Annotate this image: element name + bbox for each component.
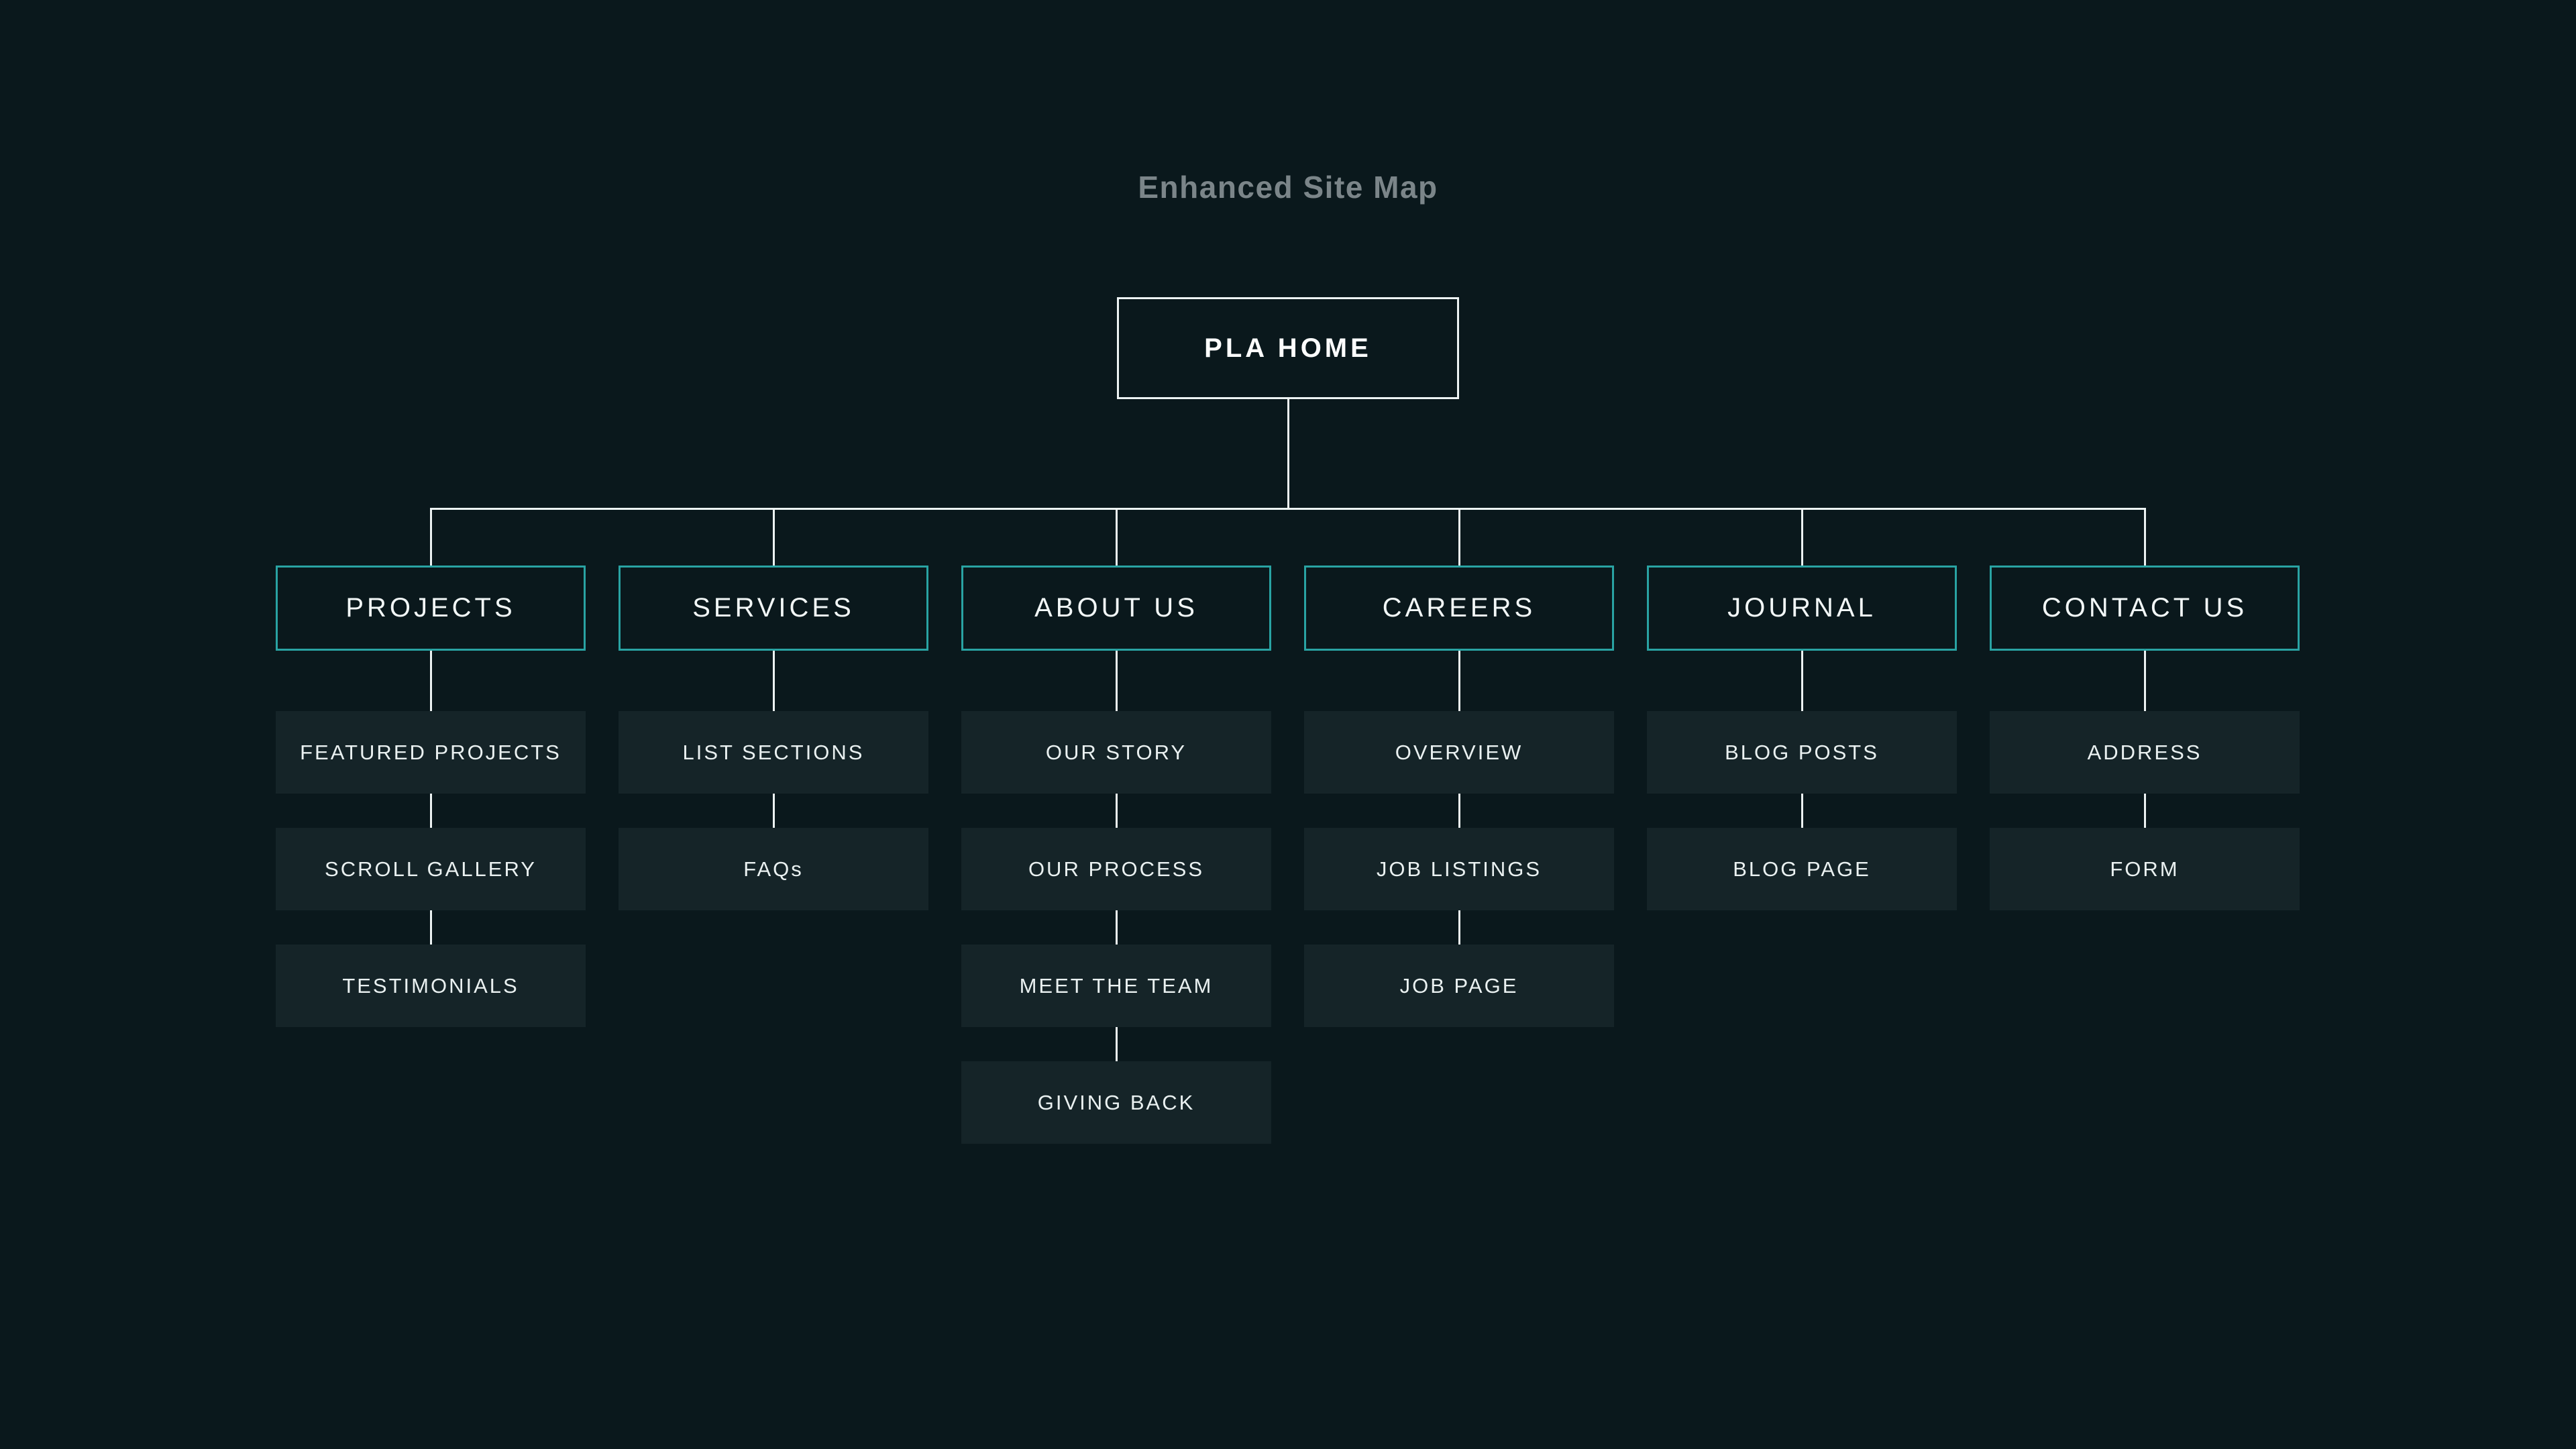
- column-about-us: ABOUT US OUR STORY OUR PROCESS MEET THE …: [961, 566, 1271, 1144]
- connector-vertical: [1801, 651, 1803, 711]
- child-label: OUR PROCESS: [1028, 857, 1205, 881]
- branch-node-journal[interactable]: JOURNAL: [1647, 566, 1957, 651]
- child-label: OUR STORY: [1045, 740, 1187, 764]
- child-label: TESTIMONIALS: [342, 973, 519, 998]
- child-label: MEET THE TEAM: [1019, 973, 1214, 998]
- child-node-address[interactable]: ADDRESS: [1990, 711, 2300, 794]
- child-label: GIVING BACK: [1037, 1090, 1195, 1114]
- connector-vertical: [1115, 1027, 1118, 1061]
- child-label: ADDRESS: [2087, 740, 2202, 764]
- child-node-job-page[interactable]: JOB PAGE: [1304, 945, 1614, 1027]
- child-node-our-process[interactable]: OUR PROCESS: [961, 828, 1271, 910]
- child-node-form[interactable]: FORM: [1990, 828, 2300, 910]
- connector-root-vertical: [1287, 399, 1289, 510]
- child-label: JOB PAGE: [1399, 973, 1519, 998]
- connector-vertical: [429, 794, 432, 828]
- branch-node-projects[interactable]: PROJECTS: [276, 566, 586, 651]
- connector-vertical: [1115, 910, 1118, 945]
- child-label: BLOG PAGE: [1733, 857, 1871, 881]
- connector-vertical: [429, 910, 432, 945]
- child-node-overview[interactable]: OVERVIEW: [1304, 711, 1614, 794]
- connector-vertical: [429, 651, 432, 711]
- child-node-list-sections[interactable]: LIST SECTIONS: [619, 711, 928, 794]
- child-node-featured-projects[interactable]: FEATURED PROJECTS: [276, 711, 586, 794]
- branch-node-careers[interactable]: CAREERS: [1304, 566, 1614, 651]
- connector-horizontal-rail: [429, 508, 2146, 510]
- child-node-scroll-gallery[interactable]: SCROLL GALLERY: [276, 828, 586, 910]
- page-title: Enhanced Site Map: [1138, 170, 1438, 205]
- child-node-giving-back[interactable]: GIVING BACK: [961, 1061, 1271, 1144]
- connector-drop-contact-us: [2143, 508, 2146, 568]
- column-services: SERVICES LIST SECTIONS FAQs: [619, 566, 928, 910]
- connector-drop-services: [772, 508, 775, 568]
- column-contact-us: CONTACT US ADDRESS FORM: [1990, 566, 2300, 910]
- connector-vertical: [1115, 651, 1118, 711]
- child-node-job-listings[interactable]: JOB LISTINGS: [1304, 828, 1614, 910]
- branch-label: JOURNAL: [1727, 593, 1876, 623]
- connector-vertical: [772, 794, 775, 828]
- column-journal: JOURNAL BLOG POSTS BLOG PAGE: [1647, 566, 1957, 910]
- child-node-faqs[interactable]: FAQs: [619, 828, 928, 910]
- child-label: LIST SECTIONS: [682, 740, 865, 764]
- connector-vertical: [1458, 651, 1460, 711]
- child-node-testimonials[interactable]: TESTIMONIALS: [276, 945, 586, 1027]
- branch-label: ABOUT US: [1034, 593, 1198, 623]
- child-node-blog-page[interactable]: BLOG PAGE: [1647, 828, 1957, 910]
- child-label: JOB LISTINGS: [1376, 857, 1542, 881]
- child-node-meet-the-team[interactable]: MEET THE TEAM: [961, 945, 1271, 1027]
- child-label: FEATURED PROJECTS: [300, 740, 561, 764]
- branch-node-services[interactable]: SERVICES: [619, 566, 928, 651]
- connector-drop-projects: [429, 508, 432, 568]
- child-label: FORM: [2110, 857, 2180, 881]
- branch-label: CONTACT US: [2041, 593, 2248, 623]
- branch-node-about-us[interactable]: ABOUT US: [961, 566, 1271, 651]
- connector-drop-careers: [1458, 508, 1460, 568]
- connector-vertical: [772, 651, 775, 711]
- branch-node-contact-us[interactable]: CONTACT US: [1990, 566, 2300, 651]
- column-careers: CAREERS OVERVIEW JOB LISTINGS JOB PAGE: [1304, 566, 1614, 1027]
- connector-vertical: [1115, 794, 1118, 828]
- child-label: FAQs: [743, 857, 804, 881]
- child-label: SCROLL GALLERY: [325, 857, 537, 881]
- connector-vertical: [2143, 794, 2146, 828]
- child-node-our-story[interactable]: OUR STORY: [961, 711, 1271, 794]
- connector-vertical: [1801, 794, 1803, 828]
- root-node-pla-home[interactable]: PLA HOME: [1117, 297, 1459, 399]
- connector-vertical: [2143, 651, 2146, 711]
- branch-columns: PROJECTS FEATURED PROJECTS SCROLL GALLER…: [276, 566, 2300, 1144]
- connector-drop-about-us: [1115, 508, 1118, 568]
- column-projects: PROJECTS FEATURED PROJECTS SCROLL GALLER…: [276, 566, 586, 1027]
- root-node-label: PLA HOME: [1204, 333, 1372, 363]
- child-label: BLOG POSTS: [1725, 740, 1879, 764]
- branch-label: SERVICES: [692, 593, 855, 623]
- branch-label: CAREERS: [1382, 593, 1536, 623]
- branch-label: PROJECTS: [345, 593, 516, 623]
- connector-vertical: [1458, 794, 1460, 828]
- connector-drop-journal: [1801, 508, 1803, 568]
- child-label: OVERVIEW: [1395, 740, 1523, 764]
- child-node-blog-posts[interactable]: BLOG POSTS: [1647, 711, 1957, 794]
- connector-vertical: [1458, 910, 1460, 945]
